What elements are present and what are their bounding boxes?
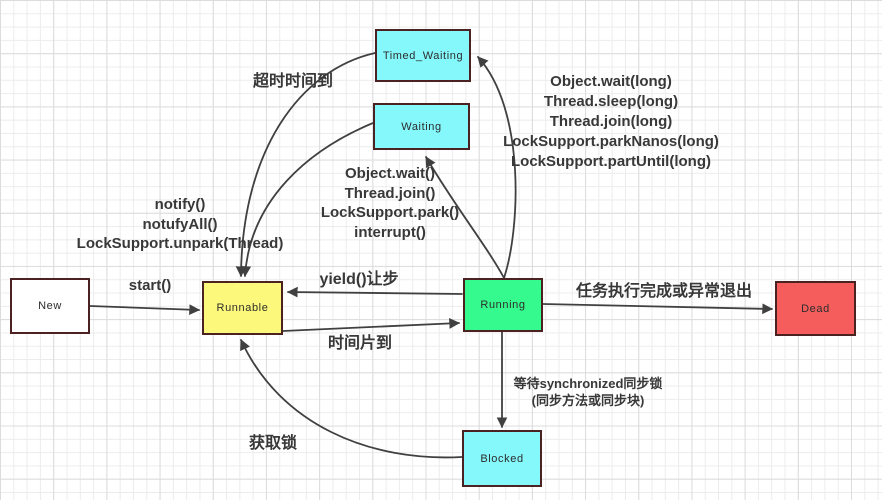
edge-label-wait-sync-line: 等待synchronized同步锁 [513,376,663,391]
state-box-runnable[interactable]: Runnable [202,281,283,335]
state-box-new[interactable]: New [10,278,90,334]
edge-yield-arrow [286,286,463,298]
state-label-new: New [38,300,62,312]
edge-label-timed-wait-line: Thread.sleep(long) [543,93,679,110]
edge-start-arrow [89,304,201,316]
state-box-dead[interactable]: Dead [775,281,856,336]
state-label-blocked: Blocked [480,452,524,465]
state-label-running: Running [480,299,526,311]
edge-timedwaiting-to-runnable-curve [235,52,376,278]
edge-label-timed-wait-line: LockSupport.partUntil(long) [511,153,711,170]
state-box-running[interactable]: Running [463,278,543,332]
edge-label-wait-line: Thread.join() [344,184,436,202]
edge-finish-arrow [542,303,774,315]
edge-label-timeout: 超时时间到 [252,73,334,90]
edge-label-notify-line: LockSupport.unpark(Thread) [76,234,284,252]
edge-blocked-to-runnable-curve [240,339,463,459]
state-box-waiting[interactable]: Waiting [373,103,470,150]
edge-label-timed-wait-line: LockSupport.parkNanos(long) [503,133,719,150]
edge-label-timeslice: 时间片到 [327,335,393,352]
edge-label-wait-sync: 等待synchronized同步锁 (同步方法或同步块) [514,375,663,409]
state-label-timed-waiting: Timed_Waiting [382,49,464,62]
edge-label-wait-methods: Object.wait() Thread.join() LockSupport.… [321,164,459,242]
edge-label-notify-methods: notify() notufyAll() LockSupport.unpark(… [77,195,284,254]
edge-label-timed-wait-line: Thread.join(long) [549,113,673,130]
edge-running-to-timedwaiting-curve [477,56,517,279]
state-label-waiting: Waiting [401,120,442,133]
edge-label-wait-line: Object.wait() [344,165,435,182]
edge-timeslice-arrow [282,318,461,332]
edge-running-to-waiting-curve [425,156,505,279]
edge-label-wait-line: LockSupport.park() [320,204,460,221]
edge-label-start: start() [128,277,172,294]
state-label-runnable: Runnable [216,302,269,314]
edge-label-notify-line: notify() [154,195,206,213]
edge-label-wait-line: interrupt() [354,223,426,241]
edge-label-acquire-lock: 获取锁 [248,435,298,452]
edge-label-timed-wait-methods: Object.wait(long) Thread.sleep(long) Thr… [503,72,719,172]
edge-label-finish: 任务执行完成或异常退出 [575,283,753,300]
state-label-dead: Dead [801,302,830,315]
state-box-timed-waiting[interactable]: Timed_Waiting [375,29,471,82]
state-box-blocked[interactable]: Blocked [462,430,542,487]
edge-waiting-to-runnable-curve [240,122,374,278]
edge-label-timed-wait-line: Object.wait(long) [550,73,672,90]
edge-label-wait-sync-line: (同步方法或同步块) [531,393,645,408]
edge-label-notify-line: notufyAll() [142,215,218,233]
edge-label-yield: yield()让步 [319,271,399,288]
